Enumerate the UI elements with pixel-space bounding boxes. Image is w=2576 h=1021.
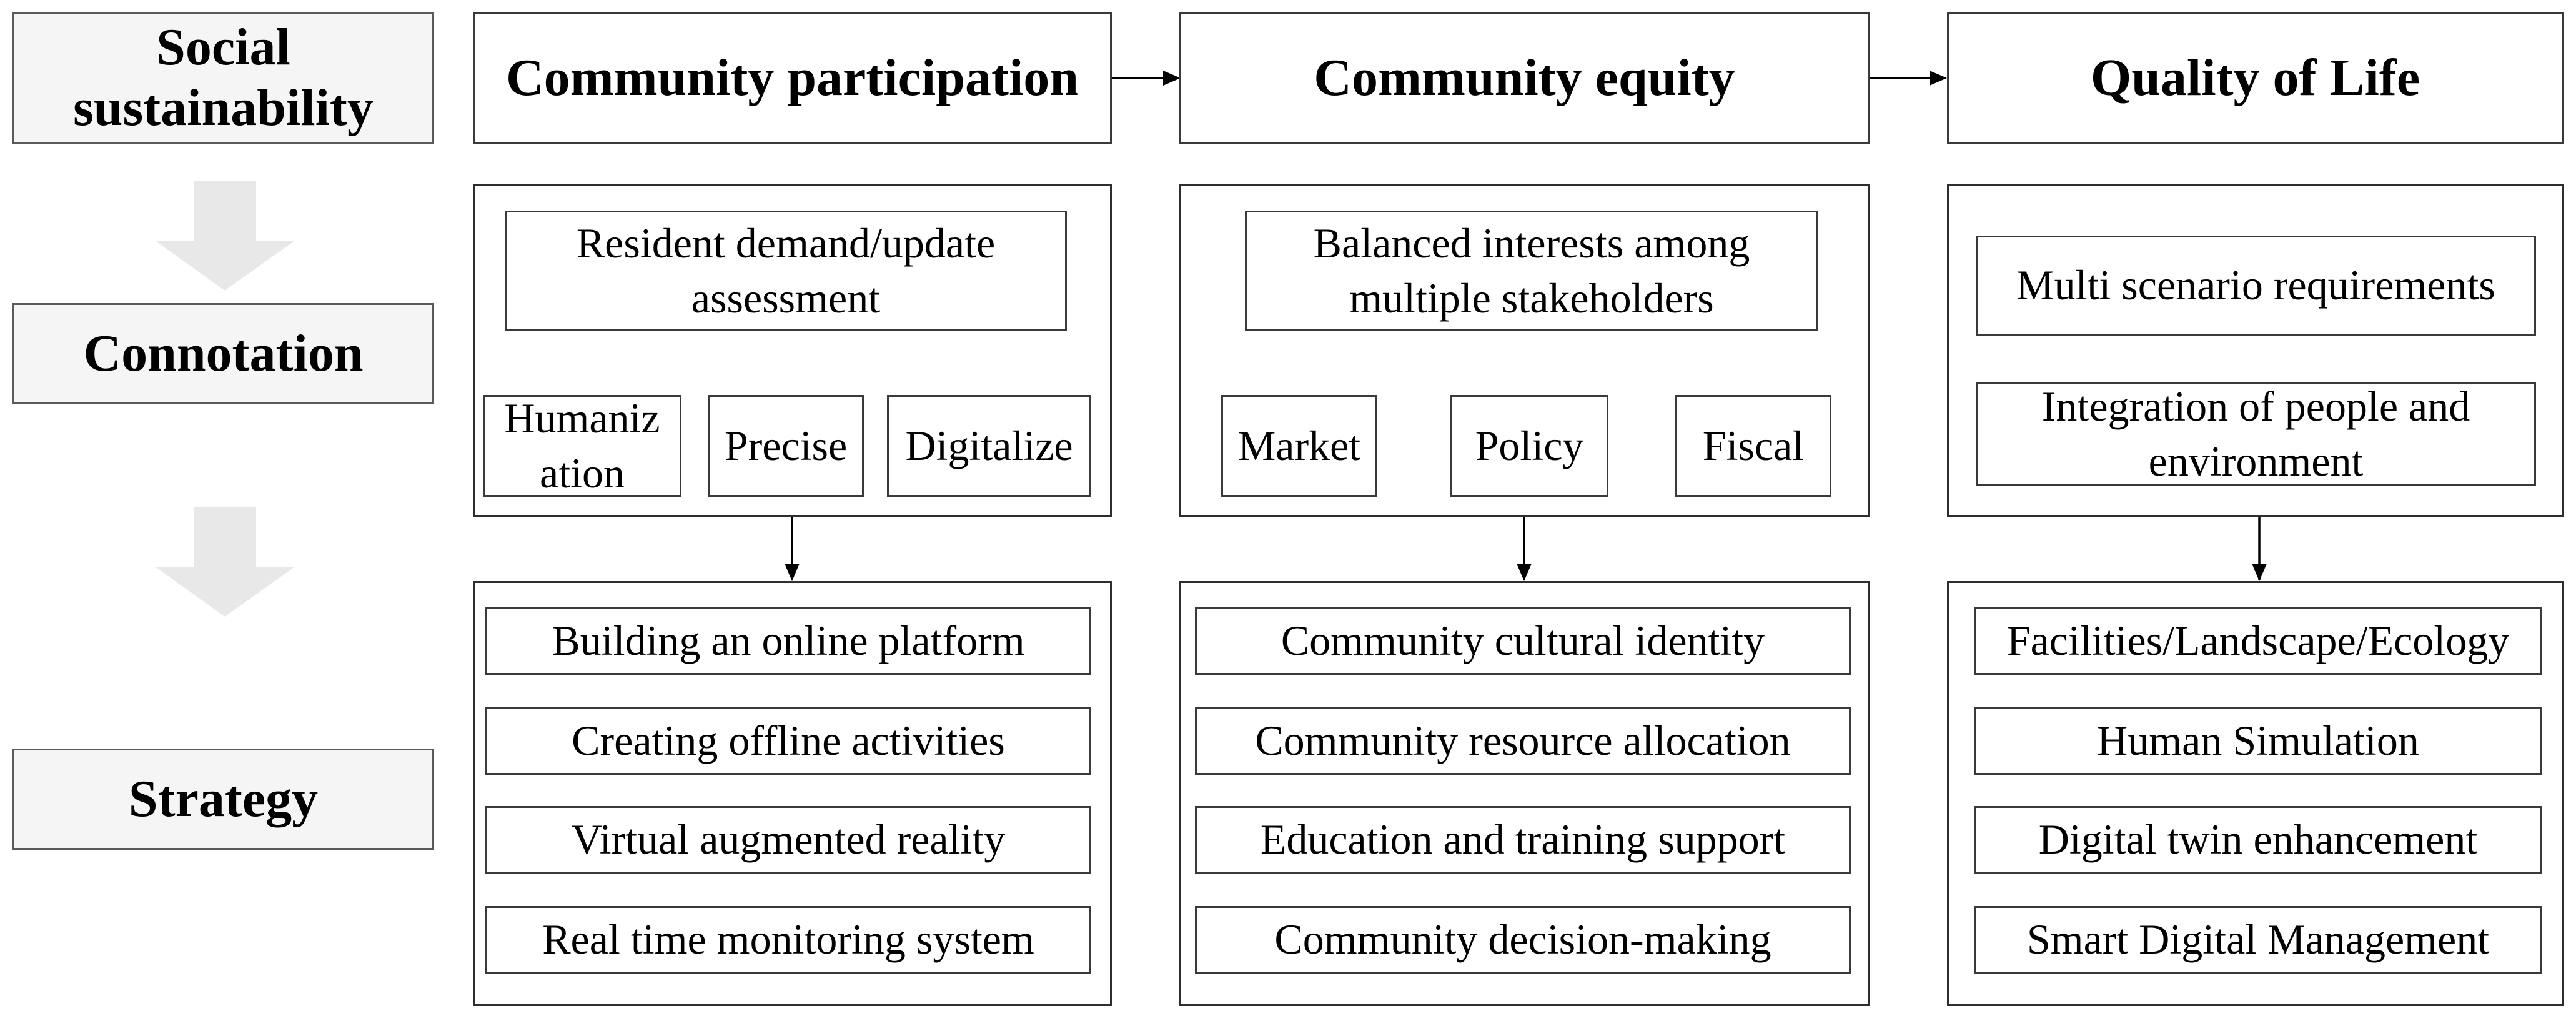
strategy-item: Creating offline activities xyxy=(485,707,1091,775)
header-text: Quality of Life xyxy=(2090,48,2420,107)
strategy-item-text: Community resource allocation xyxy=(1255,717,1791,765)
strategy-item-text: Digital twin enhancement xyxy=(2038,815,2478,864)
connotation-item-digitalize: Digitalize xyxy=(887,395,1091,497)
row-label-strategy: Strategy xyxy=(12,749,434,850)
header-text: Community participation xyxy=(505,48,1079,107)
connotation-item-integration: Integration of people and environment xyxy=(1976,382,2536,486)
connotation-main-text: Resident demand/update assessment xyxy=(576,219,996,322)
strategy-item: Community resource allocation xyxy=(1195,707,1851,775)
connotation-main-equity: Balanced interests among multiple stakeh… xyxy=(1245,211,1818,331)
connotation-main-participation: Resident demand/update assessment xyxy=(505,211,1067,331)
connotation-item-precise: Precise xyxy=(708,395,864,497)
header-community-participation: Community participation xyxy=(473,12,1112,144)
connotation-item-fiscal: Fiscal xyxy=(1675,395,1831,497)
strategy-item: Building an online platform xyxy=(485,607,1091,675)
connotation-item-text: Policy xyxy=(1475,421,1584,469)
strategy-item: Community cultural identity xyxy=(1195,607,1851,675)
strategy-item: Community decision-making xyxy=(1195,906,1851,974)
strategy-item-text: Real time monitoring system xyxy=(542,915,1034,964)
connotation-item-text: Integration of people and environment xyxy=(2041,382,2470,485)
strategy-item-text: Creating offline activities xyxy=(572,717,1005,765)
strategy-item-text: Community decision-making xyxy=(1274,915,1771,964)
connotation-item-text: Humaniz ation xyxy=(504,394,660,497)
strategy-item-text: Community cultural identity xyxy=(1281,617,1765,665)
connotation-item-multi-scenario: Multi scenario requirements xyxy=(1976,236,2536,336)
connotation-item-humanization: Humaniz ation xyxy=(483,394,681,497)
row-label-social-sustainability: Social sustainability xyxy=(12,12,434,144)
down-arrow-icon xyxy=(155,507,295,617)
strategy-item-text: Smart Digital Management xyxy=(2026,915,2490,964)
strategy-item-text: Virtual augmented reality xyxy=(571,815,1006,864)
connotation-item-text: Multi scenario requirements xyxy=(2016,261,2495,309)
row-label-text: Strategy xyxy=(128,769,319,828)
strategy-item-text: Human Simulation xyxy=(2097,717,2419,765)
strategy-item-text: Building an online platform xyxy=(552,617,1025,665)
strategy-item: Smart Digital Management xyxy=(1974,906,2542,974)
strategy-item-text: Education and training support xyxy=(1260,815,1786,864)
strategy-item: Facilities/Landscape/Ecology xyxy=(1974,607,2542,675)
connotation-item-text: Market xyxy=(1237,421,1361,469)
row-label-connotation: Connotation xyxy=(12,303,434,404)
strategy-item: Real time monitoring system xyxy=(485,906,1091,974)
row-label-text: Connotation xyxy=(83,324,364,382)
strategy-item: Human Simulation xyxy=(1974,707,2542,775)
connotation-item-text: Fiscal xyxy=(1702,421,1805,469)
down-arrow-icon xyxy=(155,181,295,291)
header-community-equity: Community equity xyxy=(1179,12,1870,144)
strategy-item: Digital twin enhancement xyxy=(1974,806,2542,874)
strategy-item: Virtual augmented reality xyxy=(485,806,1091,874)
connotation-item-policy: Policy xyxy=(1450,395,1608,497)
header-text: Community equity xyxy=(1314,48,1735,107)
connotation-item-text: Digitalize xyxy=(905,421,1073,469)
connotation-item-market: Market xyxy=(1221,395,1377,497)
row-label-text: Social sustainability xyxy=(73,18,374,137)
connotation-main-text: Balanced interests among multiple stakeh… xyxy=(1313,219,1750,322)
connotation-item-text: Precise xyxy=(724,421,848,469)
strategy-item: Education and training support xyxy=(1195,806,1851,874)
header-quality-of-life: Quality of Life xyxy=(1947,12,2564,144)
strategy-item-text: Facilities/Landscape/Ecology xyxy=(2006,617,2510,665)
